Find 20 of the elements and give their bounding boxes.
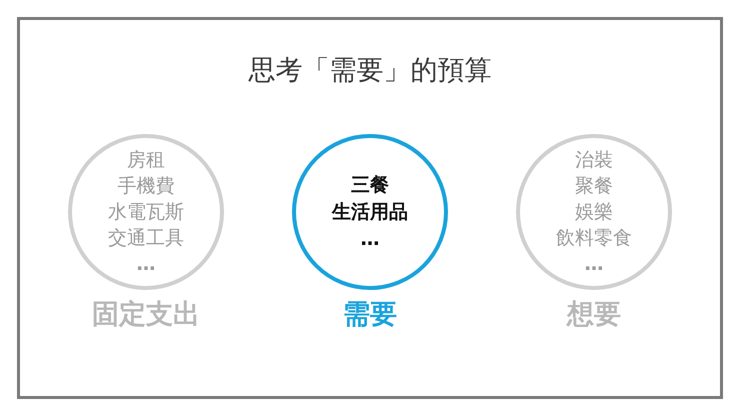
category-circle	[516, 134, 672, 290]
list-item: 房租	[127, 148, 165, 173]
category-label: 想要	[565, 298, 622, 332]
list-item: 聚餐	[575, 174, 613, 199]
list-item: 三餐	[351, 172, 389, 198]
list-item: …	[360, 226, 380, 252]
list-item: …	[136, 252, 156, 277]
category-label: 需要	[342, 298, 398, 332]
list-item: 治裝	[575, 148, 613, 173]
list-item: 娛樂	[575, 200, 613, 225]
category-circle	[292, 134, 448, 290]
list-item: 飲料零食	[556, 226, 632, 251]
category-label: 固定支出	[91, 298, 201, 332]
category-circle	[68, 134, 224, 290]
list-item: 水電瓦斯	[108, 200, 184, 225]
list-item: …	[584, 252, 604, 277]
list-item: 生活用品	[332, 200, 408, 224]
title: 思考「需要」的預算	[247, 54, 492, 88]
list-item: 交通工具	[108, 226, 184, 251]
list-item: 手機費	[118, 174, 174, 199]
